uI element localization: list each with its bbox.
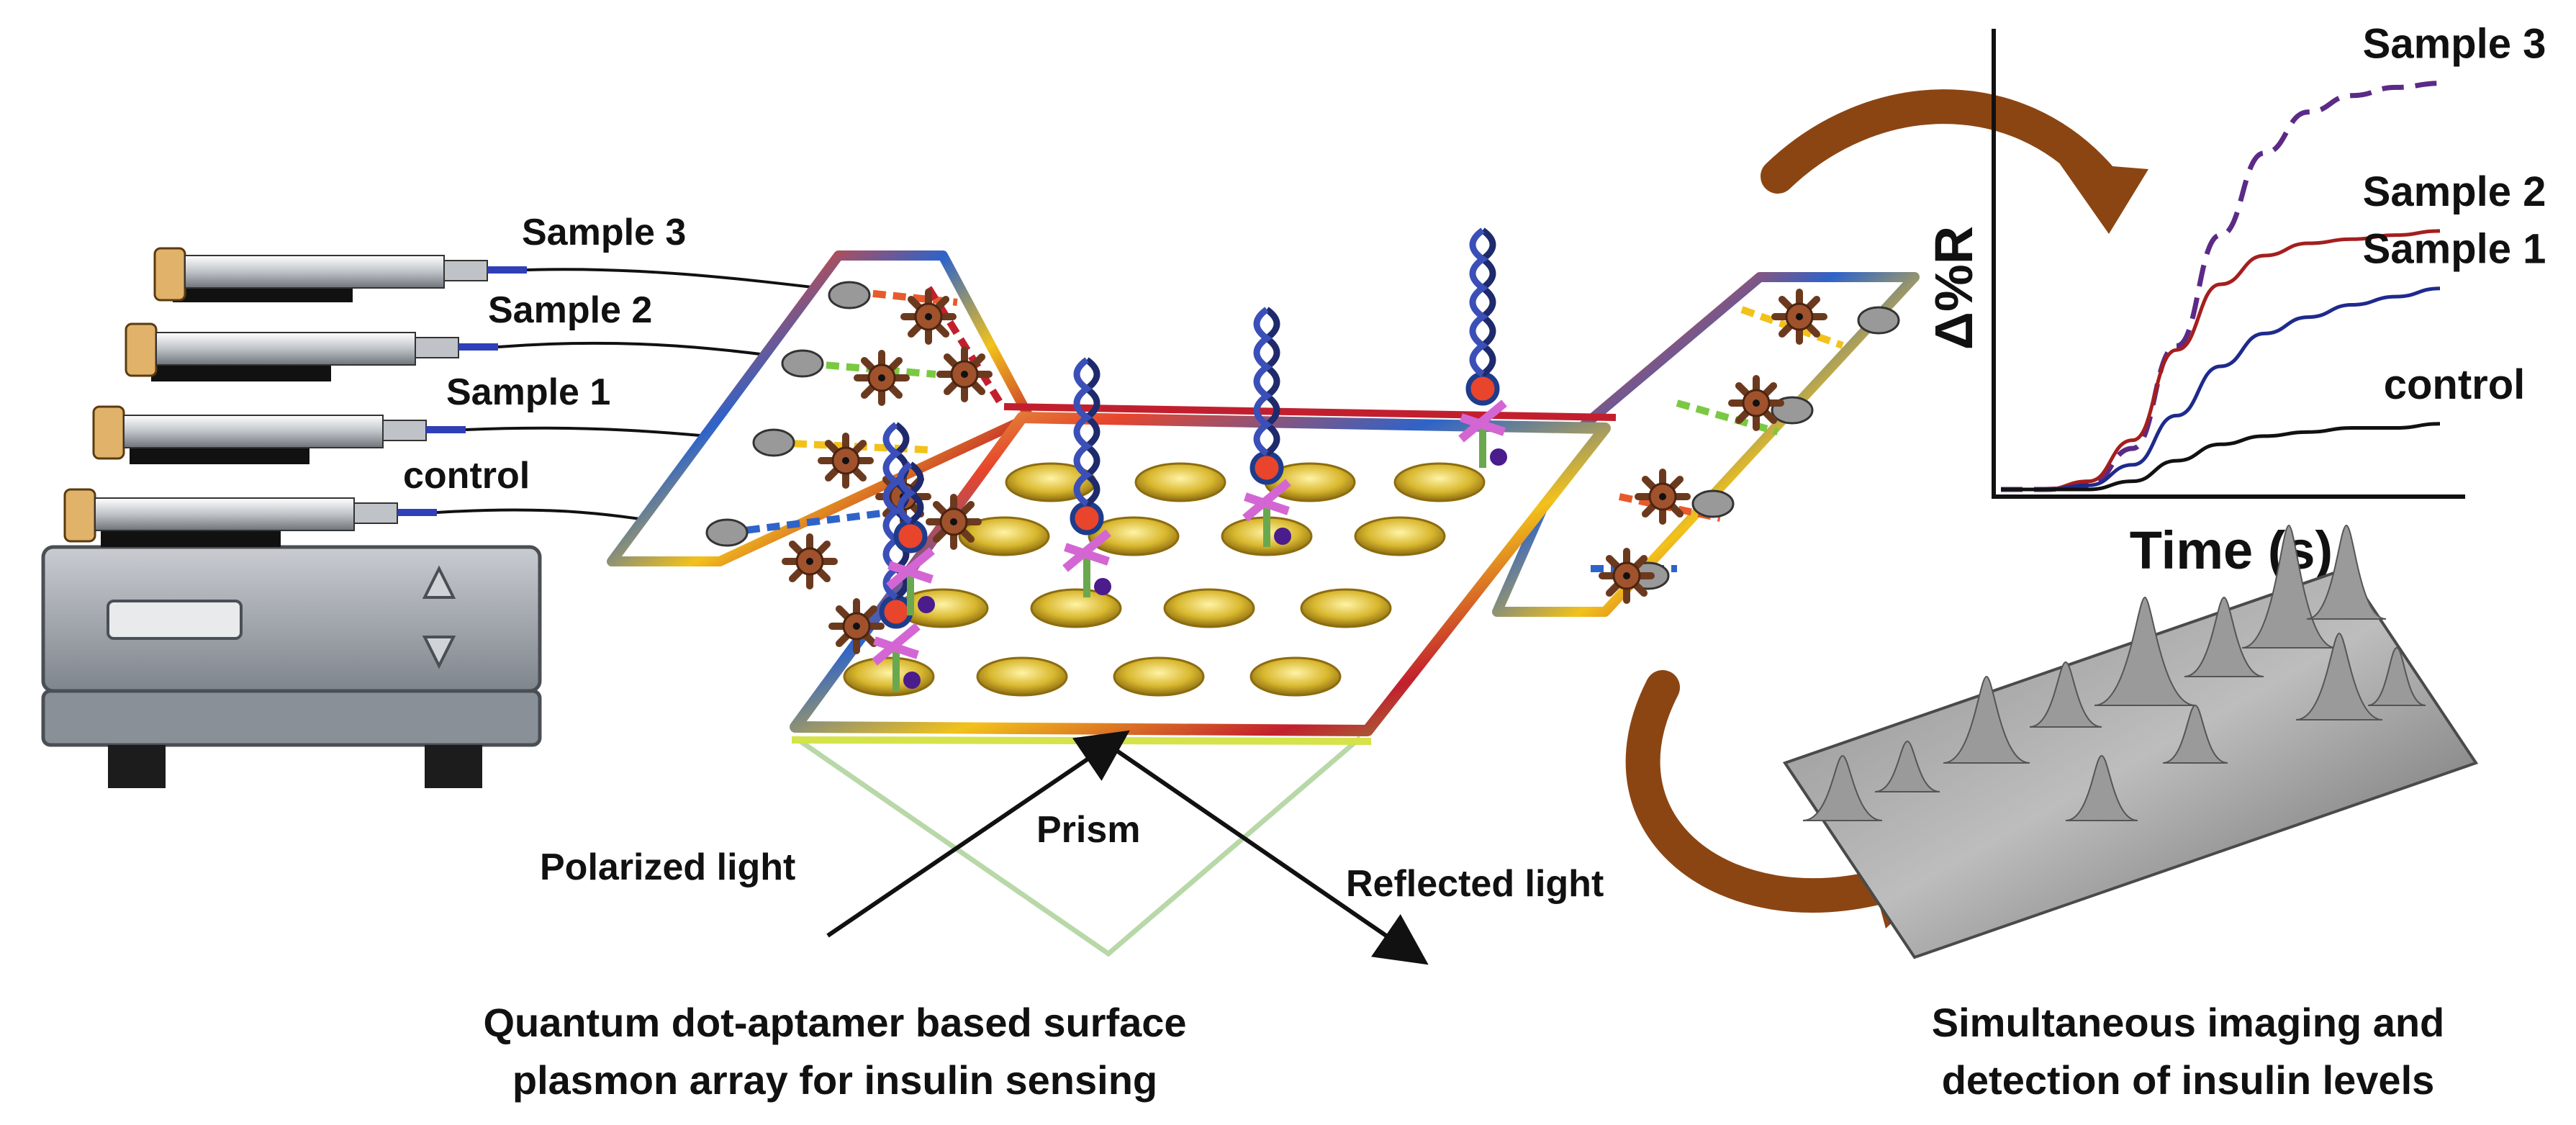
quantum-dot-icon (1599, 548, 1655, 604)
quantum-dot-icon (1771, 289, 1827, 345)
caption-right-line1: Simultaneous imaging and (1932, 1000, 2445, 1045)
syringe-control (63, 488, 437, 547)
chart-y-label: Δ%R (1924, 226, 1984, 350)
inlet-port-2 (781, 349, 824, 378)
gold-nanodisk (1030, 588, 1122, 628)
gold-nanodisk (1354, 516, 1446, 556)
curved-arrow-to-chart (1761, 89, 2148, 234)
device-display (107, 600, 243, 640)
aptamer-probes (872, 227, 1507, 691)
quantum-dot-icon (782, 533, 838, 589)
up-arrow-icon (422, 565, 456, 599)
surface-peak (1943, 675, 2030, 764)
aptamer-probe-icon (1062, 357, 1111, 597)
label-sample-1: Sample 1 (446, 371, 610, 413)
quantum-dot-icon (900, 289, 957, 345)
aptamer-probe-icon (1242, 307, 1291, 547)
chart-series-line (2001, 422, 2441, 492)
chart-series-line (2001, 229, 2441, 492)
gold-nanodisk (1249, 656, 1342, 697)
down-arrow-icon (422, 636, 456, 669)
spr-image-surface (1782, 524, 2479, 959)
quantum-dot-icon (926, 494, 982, 550)
chart-series-line (2001, 286, 2441, 492)
quantum-dot-icon (1728, 375, 1784, 431)
chart-x-label: Time (s) (2130, 520, 2333, 580)
sensor-chip (790, 403, 1617, 745)
surface-peak (2029, 661, 2102, 728)
syringe-sample-2 (125, 322, 498, 381)
gold-nanodisk (843, 656, 935, 697)
surface-peak (2184, 596, 2264, 677)
label-prism: Prism (1036, 809, 1141, 851)
caption-right-line2: detection of insulin levels (1942, 1057, 2435, 1103)
chart-series-line (2001, 81, 2441, 492)
quantum-dot-icon (828, 598, 885, 654)
pump-device (41, 545, 542, 788)
surface-peak (2241, 524, 2336, 649)
syringe-sample-1 (92, 405, 466, 464)
gold-nanodisk (1300, 588, 1392, 628)
surface-peak (2065, 754, 2138, 821)
inlet-port-3 (828, 281, 871, 310)
quantum-dots (782, 289, 1827, 654)
gold-nanodisk (958, 516, 1050, 556)
gold-nanodisk (1088, 516, 1180, 556)
surface-peak (2367, 646, 2426, 706)
chart-series-label: control (2384, 361, 2526, 408)
light-path (826, 730, 1429, 965)
polarized-light-arrow (826, 730, 1130, 938)
surface-peak (2162, 704, 2228, 764)
chart-series-label: Sample 3 (2363, 21, 2546, 68)
surface-peak (2094, 596, 2196, 706)
label-polarized-light: Polarized light (540, 846, 795, 888)
quantum-dot-icon (1635, 469, 1691, 525)
quantum-dot-icon (936, 346, 993, 402)
chart-series-label: Sample 1 (2363, 226, 2546, 273)
gold-nanodisk-array (843, 462, 1486, 697)
gold-nanodisk (1393, 462, 1486, 502)
aptamer-probe-icon (886, 461, 935, 615)
surface-peak (1802, 754, 1883, 821)
prism (794, 736, 1362, 957)
gold-nanodisk (1163, 588, 1255, 628)
surface-peak (2295, 632, 2383, 720)
gold-nanodisk (1113, 656, 1205, 697)
reflected-light-arrow (1107, 743, 1429, 965)
label-sample-2: Sample 2 (488, 289, 652, 331)
surface-peak (2306, 524, 2387, 620)
gold-nanodisk (976, 656, 1068, 697)
caption-left-line2: plasmon array for insulin sensing (512, 1057, 1157, 1103)
quantum-dot-icon (818, 433, 874, 489)
label-sample-3: Sample 3 (522, 212, 686, 253)
inlet-port-control (705, 518, 749, 547)
label-control: control (403, 455, 530, 497)
caption-left-line1: Quantum dot-aptamer based surface (483, 1000, 1186, 1045)
inlet-port-1 (752, 428, 795, 457)
aptamer-probe-icon (1458, 227, 1507, 468)
quantum-dot-icon (854, 350, 910, 406)
spr-response-chart: Sample 3 Sample 2 Sample 1 control Time (s)… (1924, 21, 2546, 580)
label-reflected-light: Reflected light (1346, 863, 1604, 905)
surface-peak (1874, 740, 1940, 792)
syringe-sample-3 (153, 247, 527, 302)
chart-series-label: Sample 2 (2363, 168, 2546, 215)
gold-nanodisk (1134, 462, 1226, 502)
